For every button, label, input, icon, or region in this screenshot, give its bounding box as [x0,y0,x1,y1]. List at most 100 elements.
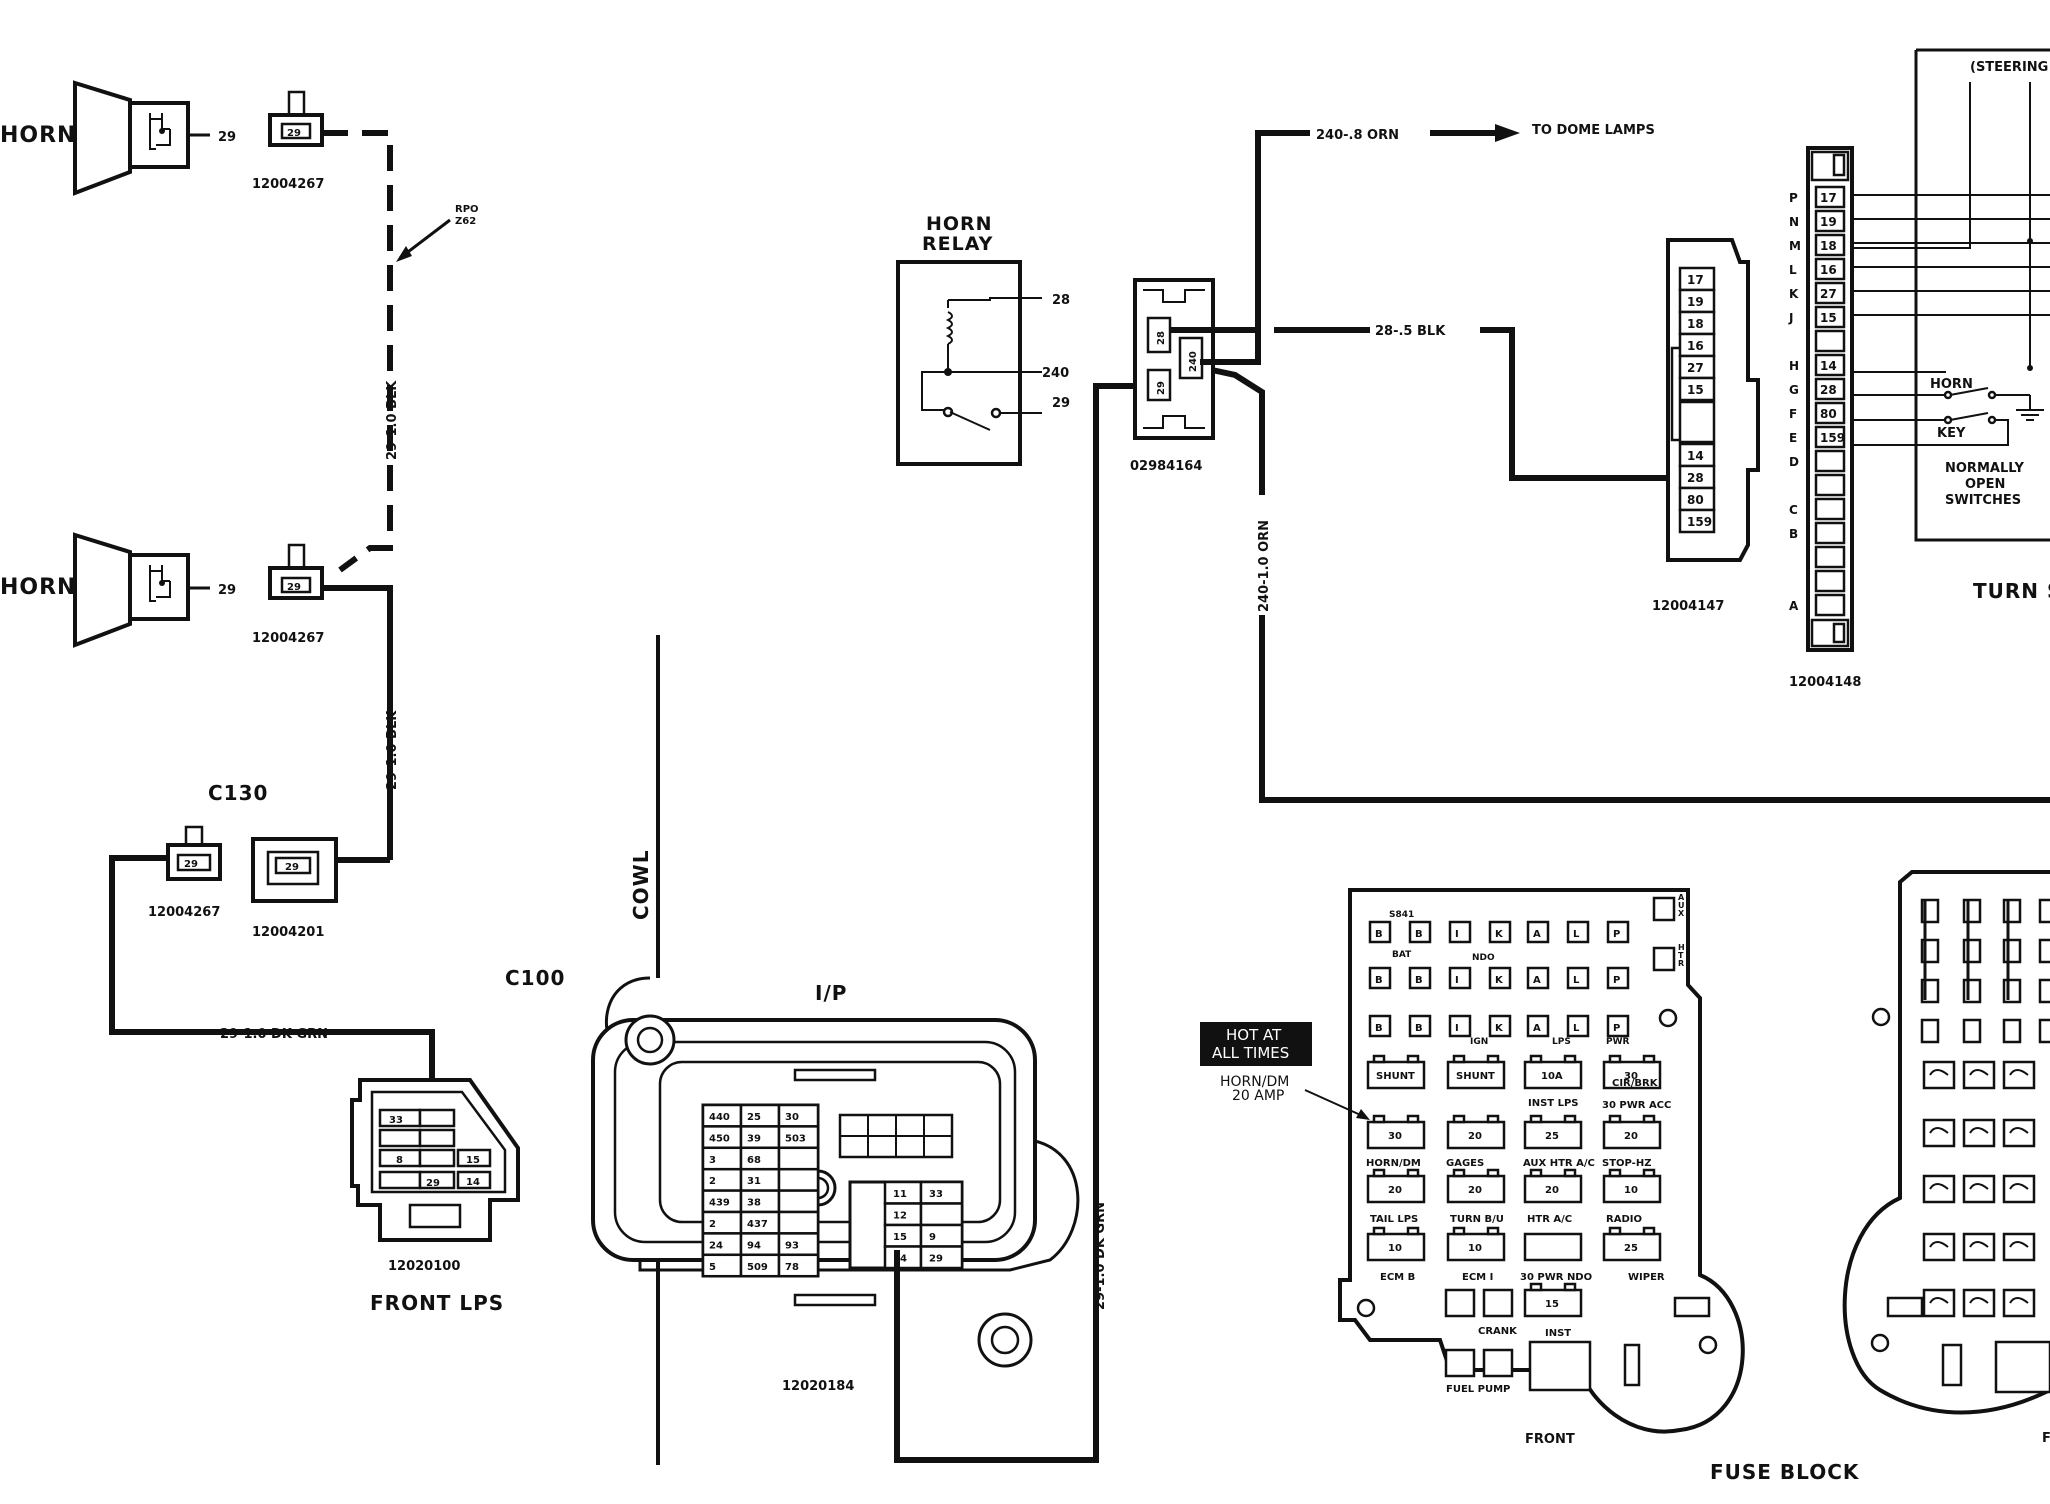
connector-12004147-pin: 18 [1687,317,1704,331]
steering-label: (STEERING [1970,60,2048,75]
ip-left-cell: 93 [785,1240,799,1251]
connector-12004148-letter: P [1789,191,1798,205]
connector-12004147-pin: 17 [1687,273,1704,287]
fuse-label: INST LPS [1528,1098,1579,1109]
fuse: 20 [1624,1131,1638,1142]
fuse: 15 [1545,1299,1559,1310]
fuse: 10 [1624,1185,1638,1196]
fuse-aux: A [1678,893,1685,902]
fuse: 10 [1468,1243,1482,1254]
horn-relay-pin-29: 29 [1052,396,1070,411]
fuse-lps: LPS [1552,1037,1571,1047]
rear-fuse-cells [1920,898,2050,1318]
fuse-label: INST [1545,1328,1571,1339]
ip-left-cell: 439 [709,1198,730,1209]
connector-12004147-pin: 15 [1687,383,1704,397]
ip-right-cell: 9 [929,1232,936,1243]
c130-b-pin: 29 [285,862,299,873]
connector-12004148-pin: 159 [1820,431,1845,445]
fuse-label: TURN B/U [1450,1214,1504,1225]
horn-relay-title-1: HORN [926,213,993,235]
relay-wires: 240-.8 ORN TO DOME LAMPS 28-.5 BLK 240-1… [1170,123,2050,803]
fuse-top-cell: L [1573,929,1580,940]
connector-12004148-pin: 18 [1820,239,1837,253]
ip-left-cell: 78 [785,1262,799,1273]
connector-12004148-pin: 17 [1820,191,1837,205]
connector-12004147-pin: 28 [1687,471,1704,485]
svg-text:U: U [1678,901,1685,910]
upper-horn-label: HORN [0,123,76,148]
fuse-top-cell: B [1415,975,1423,986]
fuse-bat: BAT [1392,950,1412,960]
fuse-label: ECM B [1380,1272,1415,1283]
upper-horn-connector: 29 12004267 [252,90,324,192]
wire-240-1-orn: 240-1.0 ORN [1257,520,1272,612]
cowl-label: COWL [629,850,653,920]
fuse: 30 [1388,1131,1402,1142]
svg-text:T: T [1678,951,1684,960]
fuse-label: TAIL LPS [1370,1214,1418,1225]
lower-horn: HORN 29 [0,532,236,648]
fuse: 30 [1624,1071,1638,1082]
ip-left-cell: 94 [747,1240,761,1251]
wire-29-dk-grn-left: 29-1.0 DK GRN [220,1027,328,1042]
fuse-top-cell: K [1495,929,1504,940]
ip-left-cell: 2 [709,1176,716,1187]
fuse-label: 30 PWR NDO [1520,1272,1592,1283]
fuse-label: RADIO [1606,1214,1642,1225]
connector-12004148-pin: 16 [1820,263,1837,277]
ip-left-cell: 437 [747,1219,768,1230]
svg-text:X: X [1678,909,1685,918]
fuse-top-cell: I [1455,929,1459,940]
wire-28-5-blk: 28-.5 BLK [1375,324,1446,339]
fuse: 20 [1468,1131,1482,1142]
front-lps-part: 12020100 [388,1259,460,1274]
horn-relay-title-2: RELAY [922,233,993,255]
hot-at-all-times-callout: HOT AT ALL TIMES HORN/DM 20 AMP [1200,1022,1370,1120]
fuse-label: CRANK [1478,1326,1518,1337]
ip-label: I/P [815,981,847,1005]
upper-horn-connector-part: 12004267 [252,177,324,192]
relay-connector-pin-29: 29 [1156,381,1167,395]
c130-a-pin: 29 [184,859,198,870]
ip-left-cell: 24 [709,1240,723,1251]
connector-12004148-letter: C [1789,503,1798,517]
ip-bulkhead-connector: C100 COWL I/P 12020184 [505,635,1080,1465]
fuse: SHUNT [1376,1071,1415,1082]
fuse-top-cell: K [1495,1023,1504,1034]
fuse-block-front: A U X H T R S841 BAT NDO IGN LPS PWR FRO… [1338,888,1860,1484]
upper-horn-connector-pin: 29 [287,128,301,139]
hot-at-all-times-1: HOT AT [1226,1026,1282,1044]
fuse-top-cell: P [1613,1023,1620,1034]
fuse-top-cell: A [1533,929,1541,940]
rpo-label-2: Z62 [455,216,476,227]
ip-right-cell: 29 [929,1254,943,1265]
fuse-label: ECM I [1462,1272,1493,1283]
ip-left-cell: 3 [709,1155,716,1166]
horn-relay-pin-28: 28 [1052,293,1070,308]
switch-key: KEY [1937,426,1966,441]
fuse-s841: S841 [1389,910,1414,920]
fuse-block-label: FUSE BLOCK [1710,1460,1860,1484]
steering-column-switches: (STEERING HORN KEY NORMALLY OPEN SWITCHE… [1852,48,2050,603]
fuse-top-cell: K [1495,975,1504,986]
horn-dm-20-amp-1: HORN/DM [1220,1074,1289,1090]
front-lps-connector: 33 29 15 14 8 12020100 FRONT LPS [350,1078,520,1315]
ip-left-cell: 31 [747,1176,761,1187]
relay-connector-pin-240: 240 [1188,351,1199,372]
ip-left-cell: 440 [709,1112,730,1123]
wire-29-blk-upper: 29-1.0 BLK [385,380,400,460]
ip-left-cell: 503 [785,1133,806,1144]
connector-12004147-pin: 19 [1687,295,1704,309]
connector-12004148-letter: B [1789,527,1798,541]
front-lps-pin-33: 33 [389,1115,403,1126]
horn-relay-pin-240: 240 [1042,366,1069,381]
lower-horn-connector-part: 12004267 [252,631,324,646]
connector-12004148-letter: H [1789,359,1799,373]
ip-left-cell: 68 [747,1155,761,1166]
wire-29-dk-grn-vertical: 29-1.0 DK GRN [1093,1202,1108,1310]
front-lps-pin-14: 14 [466,1177,480,1188]
ip-left-cell: 450 [709,1133,730,1144]
